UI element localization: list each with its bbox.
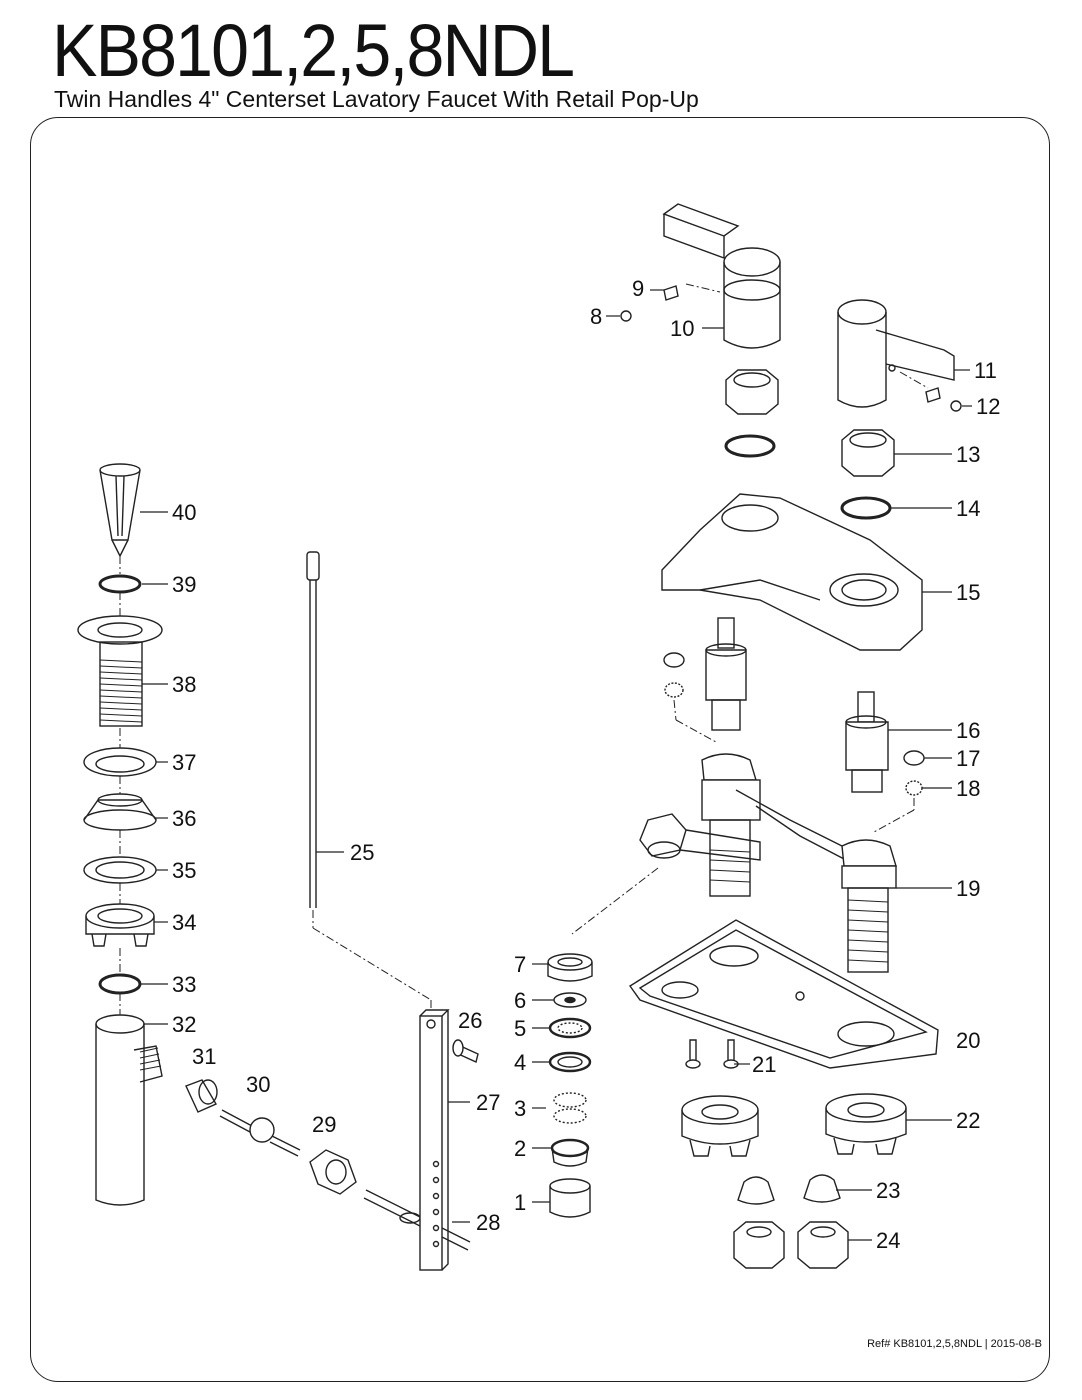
callout-19: 19 bbox=[956, 876, 980, 901]
aerator-housing-2 bbox=[550, 1138, 590, 1167]
drain-gasket-37 bbox=[83, 747, 157, 777]
button-8 bbox=[620, 310, 632, 322]
callout-25: 25 bbox=[350, 840, 374, 865]
callout-1: 1 bbox=[514, 1190, 526, 1215]
drain-washer-35 bbox=[83, 856, 157, 884]
product-description: Twin Handles 4" Centerset Lavatory Fauce… bbox=[54, 86, 699, 112]
stopper-o-ring bbox=[98, 574, 142, 594]
o-ring-14 bbox=[840, 496, 892, 520]
reference-footer: Ref# KB8101,2,5,8NDL | 2015-08-B bbox=[867, 1338, 1042, 1350]
callout-26: 26 bbox=[458, 1008, 482, 1033]
cartridge-left bbox=[705, 617, 747, 731]
callout-4: 4 bbox=[514, 1050, 526, 1075]
callout-2: 2 bbox=[514, 1136, 526, 1161]
aerator-cap-1 bbox=[549, 1178, 591, 1218]
aerator-insert-4 bbox=[548, 1051, 592, 1073]
bonnet-nut-13 bbox=[841, 429, 895, 477]
diagram-frame bbox=[30, 117, 1050, 1382]
callout-11: 11 bbox=[974, 358, 997, 383]
model-title: KB8101,2,5,8NDL bbox=[52, 9, 575, 92]
aerator-washer-7 bbox=[547, 953, 593, 982]
callout-6: 6 bbox=[514, 988, 526, 1013]
drain-o-ring-33 bbox=[98, 973, 142, 995]
ferrule-23 bbox=[803, 1174, 841, 1203]
callout-14: 14 bbox=[956, 496, 980, 521]
extension-strap-27 bbox=[419, 1009, 450, 1271]
callout-21: 21 bbox=[752, 1052, 776, 1077]
callout-23: 23 bbox=[876, 1178, 900, 1203]
seat-17 bbox=[903, 750, 925, 766]
callout-9: 9 bbox=[632, 276, 644, 301]
leader-lines bbox=[140, 289, 972, 1241]
compression-nut-24 bbox=[797, 1221, 849, 1269]
handle-10 bbox=[662, 203, 781, 349]
callout-29: 29 bbox=[312, 1112, 336, 1137]
mounting-nut-left bbox=[681, 1095, 759, 1157]
ferrule-left bbox=[737, 1176, 775, 1205]
callout-15: 15 bbox=[956, 580, 980, 605]
drain-tailpiece-32 bbox=[95, 1014, 163, 1206]
callout-39: 39 bbox=[172, 572, 196, 597]
callout-8: 8 bbox=[590, 304, 602, 329]
aerator-washer-6 bbox=[553, 992, 587, 1008]
callout-numbers: 40 39 38 37 36 35 34 33 32 31 30 29 28 2… bbox=[172, 276, 1000, 1253]
callout-16: 16 bbox=[956, 718, 980, 743]
callout-7: 7 bbox=[514, 952, 526, 977]
strap-screw-26 bbox=[452, 1039, 479, 1063]
callout-32: 32 bbox=[172, 1012, 196, 1037]
escutcheon-15 bbox=[661, 493, 923, 651]
compression-nut-left bbox=[733, 1221, 785, 1269]
drain-flange-body bbox=[77, 615, 163, 727]
alignment-lines bbox=[119, 283, 929, 1015]
callout-33: 33 bbox=[172, 972, 196, 997]
callout-20: 20 bbox=[956, 1028, 980, 1053]
callout-30: 30 bbox=[246, 1072, 270, 1097]
callout-18: 18 bbox=[956, 776, 980, 801]
faucet-body-19 bbox=[639, 753, 897, 973]
drain-nut-34 bbox=[85, 903, 155, 947]
set-screw-9 bbox=[663, 285, 679, 301]
callout-27: 27 bbox=[476, 1090, 500, 1115]
o-ring-left bbox=[724, 434, 776, 458]
pivot-nut-29 bbox=[309, 1149, 357, 1195]
lift-rod-25 bbox=[306, 551, 320, 908]
cartridge-16 bbox=[845, 691, 889, 793]
handle-11 bbox=[837, 299, 955, 408]
callout-37: 37 bbox=[172, 750, 196, 775]
callout-31: 31 bbox=[192, 1044, 216, 1069]
gasket-20 bbox=[628, 919, 939, 1069]
drain-washer-36 bbox=[83, 793, 157, 831]
callout-3: 3 bbox=[514, 1096, 526, 1121]
spring-18 bbox=[905, 780, 923, 796]
callout-28: 28 bbox=[476, 1210, 500, 1235]
pivot-rod-end-28 bbox=[363, 1189, 471, 1251]
callout-17: 17 bbox=[956, 746, 980, 771]
callout-10: 10 bbox=[670, 316, 694, 341]
seat-spring-left bbox=[663, 652, 685, 698]
aerator-screens-3 bbox=[553, 1092, 587, 1124]
callout-34: 34 bbox=[172, 910, 196, 935]
callout-36: 36 bbox=[172, 806, 196, 831]
bonnet-nut-left bbox=[725, 369, 779, 415]
aerator-screen-5 bbox=[548, 1017, 592, 1039]
pop-up-stopper bbox=[99, 463, 141, 558]
callout-5: 5 bbox=[514, 1016, 526, 1041]
set-screw-12 bbox=[925, 387, 962, 412]
callout-38: 38 bbox=[172, 672, 196, 697]
callout-35: 35 bbox=[172, 858, 196, 883]
pivot-rod-30 bbox=[219, 1109, 301, 1157]
callout-12: 12 bbox=[976, 394, 1000, 419]
callout-13: 13 bbox=[956, 442, 980, 467]
callout-24: 24 bbox=[876, 1228, 900, 1253]
mounting-nut-22 bbox=[825, 1093, 907, 1155]
pivot-nut-washer-31 bbox=[185, 1079, 218, 1113]
callout-40: 40 bbox=[172, 500, 196, 525]
callout-22: 22 bbox=[956, 1108, 980, 1133]
screws-21 bbox=[685, 1039, 739, 1069]
